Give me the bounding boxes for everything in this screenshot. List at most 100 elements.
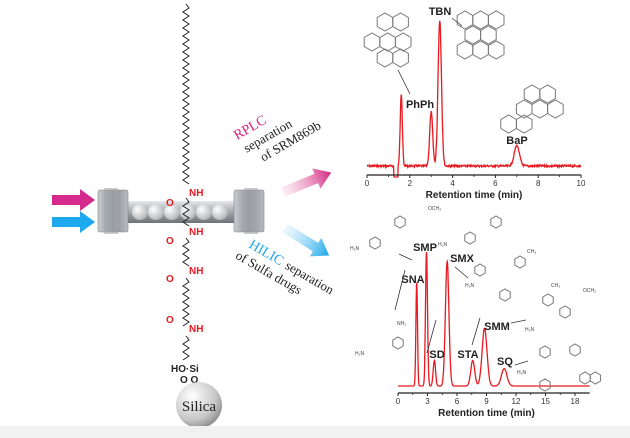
h2n-label: H₂N (350, 246, 360, 252)
x-tick-label: 9 (484, 397, 489, 406)
peak-label-tbn: TBN (429, 6, 452, 18)
sulfa-drug-ring (542, 293, 554, 307)
x-tick-label: 18 (571, 397, 580, 406)
x-tick-label: 4 (450, 179, 455, 188)
sulfa-drug-ring (589, 371, 602, 385)
amide-groups: NH O NH O NH O NH O (166, 188, 203, 335)
peak-label-sta: STA (457, 349, 478, 361)
rplc-caption: RPLC separation of SRM869b (232, 113, 324, 164)
aromatic-ring (531, 99, 549, 119)
nh2-label: NH₂ (397, 321, 406, 327)
x-tick-label: 8 (536, 179, 541, 188)
x-tick-label: 15 (541, 397, 550, 406)
sulfa-drug-ring (499, 288, 511, 302)
h2n-label: H₂N (355, 351, 365, 357)
sulfa-drug-ring (474, 263, 486, 277)
o-label: O (166, 274, 174, 285)
sulfa-drug-ring (392, 336, 404, 350)
peak-label-sq: SQ (497, 356, 513, 368)
aromatic-ring (515, 114, 533, 134)
nh-label: NH (189, 324, 203, 335)
packing-beads (132, 204, 228, 220)
aromatic-ring (499, 288, 511, 302)
silica-particle (176, 382, 222, 428)
hilic-outlet-arrow (282, 223, 330, 257)
ch3-label: CH₃ (551, 283, 560, 289)
x-tick-label: 6 (455, 397, 460, 406)
alkyl-chain-segment (182, 237, 190, 267)
aromatic-ring (394, 32, 412, 52)
aromatic-ring (392, 48, 409, 68)
hilic-inlet-arrow (52, 211, 95, 233)
aromatic-ring (487, 40, 505, 60)
x-axis-title: Retention time (min) (426, 190, 523, 201)
aromatic-ring (569, 343, 581, 357)
aromatic-ring (464, 231, 476, 245)
peak-label-smp: SMP (413, 242, 437, 254)
sulfa-drug-ring (490, 215, 502, 229)
aromatic-ring (464, 25, 482, 45)
ligand-chain (182, 3, 190, 361)
x-tick-label: 0 (396, 397, 401, 406)
aromatic-ring (514, 255, 526, 269)
rplc-outlet-arrow (281, 168, 332, 197)
aromatic-ring (474, 263, 486, 277)
chromatogram-trace (398, 251, 590, 387)
h2n-label: H₂N (525, 327, 535, 333)
sulfa-drug-ring (514, 255, 526, 269)
aromatic-ring (559, 305, 571, 319)
aromatic-ring (394, 215, 406, 229)
aromatic-ring (490, 215, 502, 229)
alkyl-chain-segment (182, 277, 190, 327)
h2n-label: H₂N (465, 283, 475, 289)
aromatic-ring (500, 114, 517, 134)
sulfa-drug-ring (394, 215, 406, 229)
chemical-structures (363, 10, 602, 392)
aromatic-ring (363, 32, 381, 52)
h2n-label: H₂N (517, 370, 527, 376)
sulfa-drug-ring (539, 345, 551, 359)
ch3-label: CH₃ (527, 249, 536, 255)
h2n-label: H₂N (438, 242, 448, 248)
x-tick-label: 2 (408, 179, 413, 188)
packing-bead (196, 204, 212, 220)
leader-lines (394, 17, 529, 366)
peak-label-smm: SMM (484, 321, 510, 333)
x-tick-label: 0 (365, 179, 370, 188)
packing-bead (180, 204, 196, 220)
tbn-structure (456, 10, 505, 60)
rplc-inlet-arrow (52, 189, 95, 211)
aromatic-ring (523, 84, 541, 104)
peak-label-phph: PhPh (406, 99, 434, 111)
aromatic-ring (579, 371, 591, 385)
aromatic-ring (487, 10, 505, 30)
sulfa-drug-ring (579, 371, 591, 385)
aromatic-ring (456, 10, 474, 30)
peak-label-sna: SNA (401, 274, 424, 286)
x-tick-label: 3 (425, 397, 430, 406)
aromatic-ring (392, 12, 409, 32)
nh-label: NH (189, 227, 203, 238)
bottom-strip (0, 426, 630, 438)
sulfa-drug-ring (569, 343, 581, 357)
x-tick-label: 12 (512, 397, 521, 406)
peak-label-sd: SD (429, 349, 444, 361)
phph-structure (363, 12, 412, 68)
aromatic-ring (539, 345, 551, 359)
aromatic-ring (589, 371, 602, 385)
aromatic-ring (379, 32, 396, 52)
sulfa-drug-ring (559, 305, 571, 319)
och3-label: OCH₃ (428, 206, 441, 212)
aromatic-ring (369, 236, 381, 250)
aromatic-ring (539, 378, 551, 392)
o-label: O (166, 236, 174, 247)
aromatic-ring (392, 336, 404, 350)
structure-labels: H₂N OCH₃ H₂N CH₃ H₂N CH₃ OCH₃ H₂N H₂N NH… (350, 206, 596, 376)
alkyl-chain-segment (182, 3, 190, 185)
aromatic-ring (542, 293, 554, 307)
hplc-column (97, 188, 265, 234)
aromatic-ring (472, 40, 489, 60)
alkyl-chain-segment (182, 335, 190, 361)
